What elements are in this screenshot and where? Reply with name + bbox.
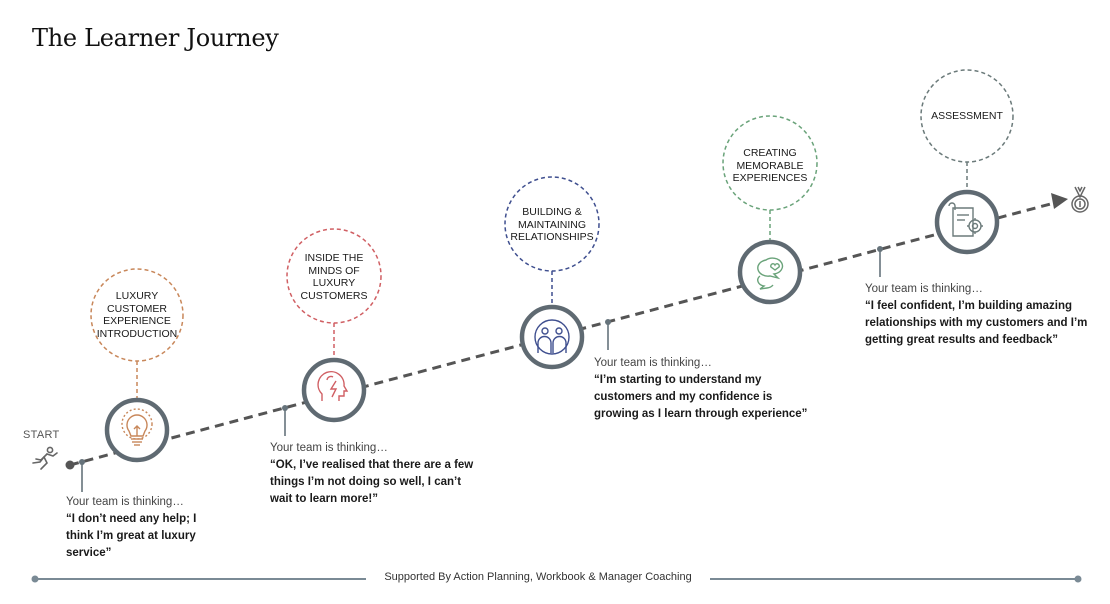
stage-4: [722, 115, 818, 305]
brain-lightning-icon: [317, 371, 349, 401]
page-title: The Learner Journey: [32, 24, 279, 52]
thinking-quote: “I feel confident, I’m building amazing …: [865, 300, 1088, 346]
stage-4-node: [737, 239, 803, 305]
thinking-block-1: Your team is thinking… “I don’t need any…: [66, 494, 226, 562]
stage-2-node: [301, 357, 367, 423]
thinking-block-4: Your team is thinking… “I feel confident…: [865, 281, 1090, 349]
footer-caption: Supported By Action Planning, Workbook &…: [384, 571, 692, 583]
stage-1: [90, 268, 184, 463]
start-label: START: [23, 429, 60, 441]
stage-4-label: CREATING MEMORABLE EXPERIENCES: [732, 147, 808, 184]
thinking-intro: Your team is thinking…: [270, 442, 388, 454]
people-group-icon: [534, 319, 570, 355]
journey-arrowhead: [1051, 193, 1068, 209]
thinking-intro: Your team is thinking…: [865, 283, 983, 295]
thinking-intro: Your team is thinking…: [66, 496, 184, 508]
medal-icon: [1071, 186, 1089, 213]
stage-5: [920, 69, 1014, 255]
thinking-block-2: Your team is thinking… “OK, I’ve realise…: [270, 440, 475, 508]
runner-icon: [32, 446, 58, 470]
stage-2: [286, 228, 382, 423]
thinking-markers: [79, 246, 883, 492]
thinking-quote: “I don’t need any help; I think I’m grea…: [66, 513, 197, 559]
start-dot: [65, 460, 75, 470]
stage-3: [504, 176, 600, 370]
thinking-quote: “I’m starting to understand my customers…: [594, 374, 808, 420]
chat-heart-icon: [757, 257, 784, 290]
stage-3-label: BUILDING & MAINTAINING RELATIONSHIPS: [510, 206, 594, 243]
thinking-intro: Your team is thinking…: [594, 357, 712, 369]
stage-1-label: LUXURY CUSTOMER EXPERIENCE INTRODUCTION: [96, 290, 178, 340]
stage-3-node: [519, 304, 585, 370]
stage-2-label: INSIDE THE MINDS OF LUXURY CUSTOMERS: [300, 252, 368, 302]
thinking-quote: “OK, I’ve realised that there are a few …: [270, 459, 474, 505]
lightbulb-icon: [121, 408, 153, 446]
thinking-block-3: Your team is thinking… “I’m starting to …: [594, 355, 814, 423]
footer-rule: [31, 575, 1082, 583]
certificate-gear-icon: [948, 202, 983, 237]
stage-5-label: ASSESSMENT: [931, 110, 1003, 122]
stage-5-node: [934, 189, 1000, 255]
